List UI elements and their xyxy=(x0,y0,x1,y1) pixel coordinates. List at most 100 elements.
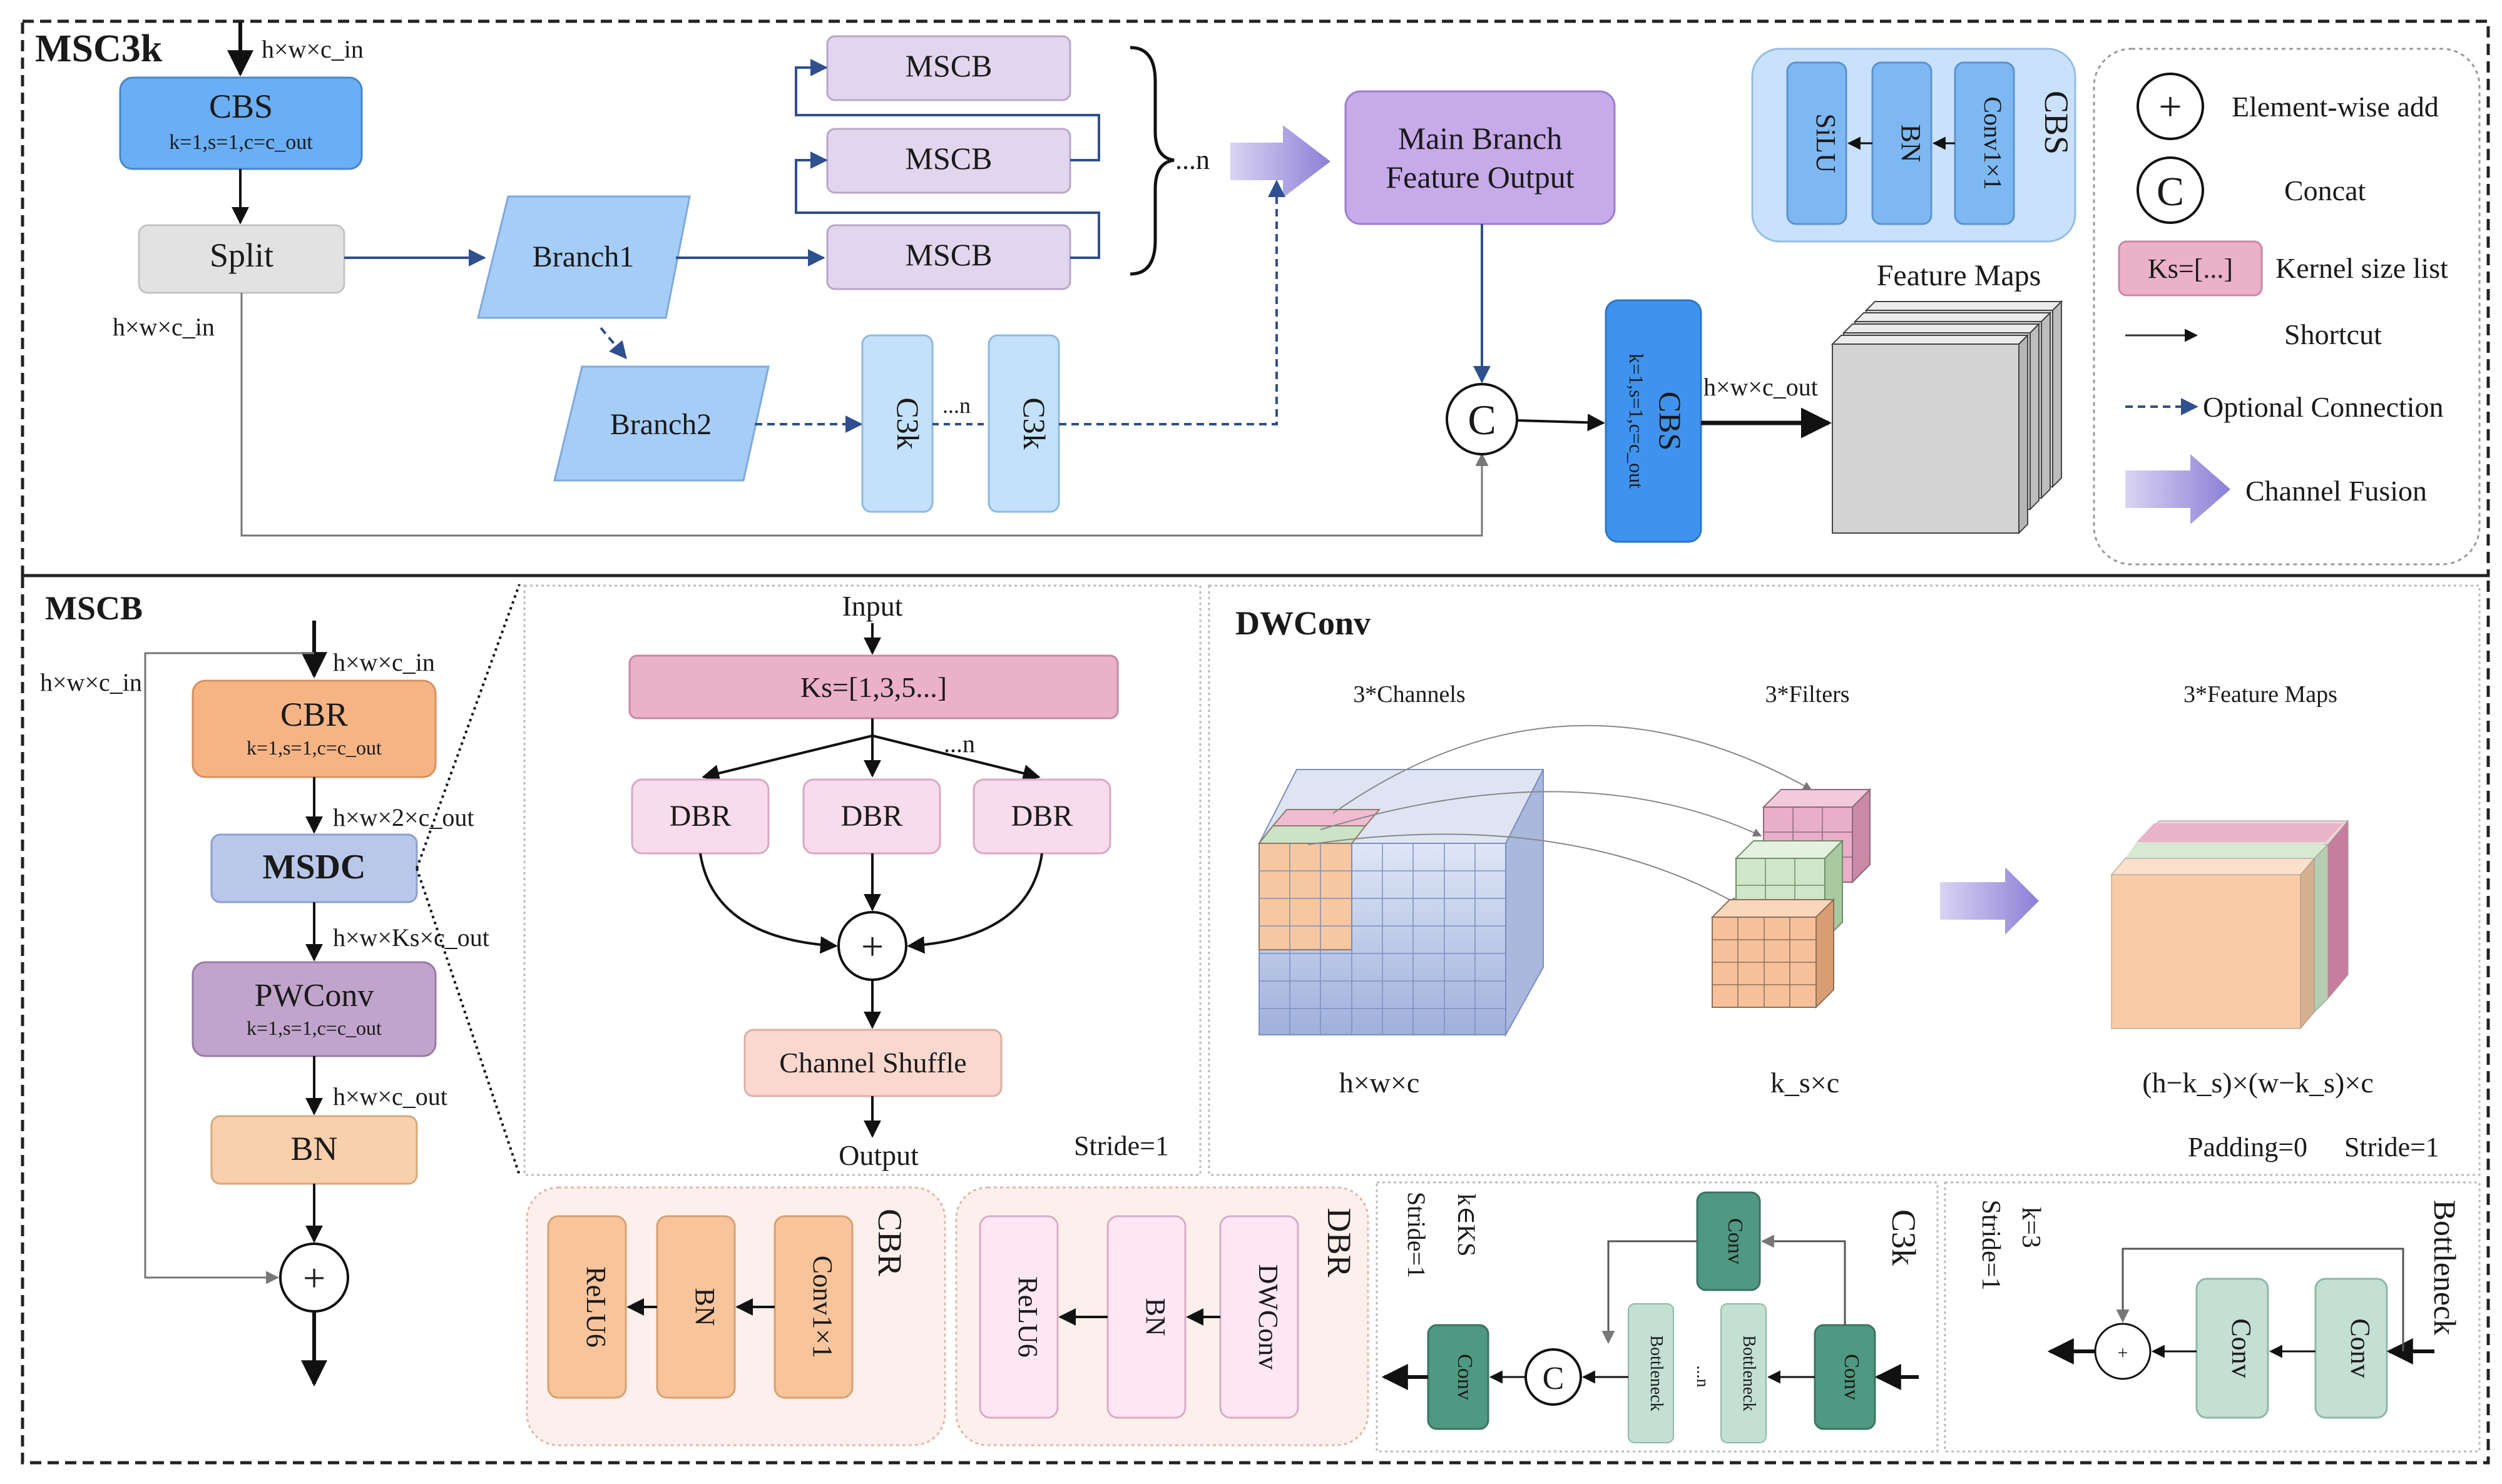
cbs-out-block: CBS k=1,s=1,c=c_out xyxy=(1605,299,1702,543)
zoom-line-bottom xyxy=(416,868,521,1176)
ks-block: Ks=[1,3,5...] xyxy=(628,654,1119,719)
cbs-detail-conv-label: Conv1×1 xyxy=(1979,96,2007,190)
zoom-line-top xyxy=(416,584,521,869)
dwconv-fusion-arrow xyxy=(1940,867,2039,935)
bottom-frame xyxy=(21,574,2490,1465)
output-maps xyxy=(2110,820,2349,1030)
mscb-label-3: MSCB xyxy=(906,237,993,272)
msdc-stride-label: Stride=1 xyxy=(1074,1131,1169,1161)
legend-item-ks: Ks=[...] Kernel size list xyxy=(2118,240,2448,297)
dwconv-output-dim: (h−k_s)×(w−k_s)×c xyxy=(2142,1067,2373,1099)
dbr-detail-title: DBR xyxy=(1320,1207,1358,1277)
legend-concat-label: Concat xyxy=(2284,175,2366,206)
branch2-block: Branch2 xyxy=(553,365,770,482)
msdc-repeat: ...n xyxy=(944,729,975,758)
cbs-label: CBS xyxy=(209,88,273,125)
msdc-input-label: Input xyxy=(842,590,902,622)
mscb-title: MSCB xyxy=(45,589,143,627)
concat-symbol: C xyxy=(1468,396,1496,444)
mscb-label-2: MSCB xyxy=(906,141,993,176)
dwconv-channels-label: 3*Channels xyxy=(1353,681,1465,708)
msdc-output-label: Output xyxy=(839,1139,919,1171)
cbr-detail-bn-label: BN xyxy=(690,1288,720,1326)
c3k-detail-repeat: ...n xyxy=(1693,1366,1712,1388)
c3k-block-1: C3k xyxy=(861,334,934,513)
dbr-block-1: DBR xyxy=(631,778,770,855)
legend-shortcut-label: Shortcut xyxy=(2284,318,2382,350)
mscb-stack: MSCB MSCB MSCB xyxy=(795,35,1100,290)
c3k-detail-concat-symbol: C xyxy=(1543,1361,1565,1396)
dbr-detail-relu-label: ReLU6 xyxy=(1013,1276,1043,1358)
mscb-add-node: + xyxy=(279,1243,349,1313)
c3k-to-main-dashed xyxy=(1059,180,1285,425)
msc3k-title: MSC3k xyxy=(35,28,163,70)
c3k-block-2: C3k xyxy=(988,334,1060,513)
legend-fusion-label: Channel Fusion xyxy=(2245,475,2427,507)
dbr-block-2: DBR xyxy=(802,778,941,855)
dwconv-kernel-dim: k_s×c xyxy=(1770,1067,1839,1099)
dwconv-title: DWConv xyxy=(1235,604,1371,642)
input-dim: h×w×c_in xyxy=(262,35,364,63)
c3k-label-1: C3k xyxy=(891,397,926,449)
msc3k-section: MSC3k h×w×c_in CBS k=1,s=1,c=c_out Split… xyxy=(35,23,2481,566)
split-label: Split xyxy=(210,236,273,274)
cbs-params: k=1,s=1,c=c_out xyxy=(169,131,313,154)
mscb-skip-dim: h×w×c_in xyxy=(40,668,142,696)
channel-shuffle-block: Channel Shuffle xyxy=(743,1029,1003,1097)
legend-item-fusion: Channel Fusion xyxy=(2125,454,2427,524)
pwconv-block: PWConv k=1,s=1,c=c_out xyxy=(191,961,437,1057)
dwconv-padding: Padding=0 xyxy=(2188,1132,2307,1162)
bottleneck-add-node: + xyxy=(2094,1323,2152,1380)
c3k-detail-conv-right-label: Conv xyxy=(1840,1354,1863,1400)
c3k-repeat: ...n xyxy=(942,393,971,418)
cbs-detail-silu xyxy=(1786,61,1847,225)
ks-label: Ks=[1,3,5...] xyxy=(800,671,947,703)
mscb-dim2: h×w×2×c_out xyxy=(333,803,474,831)
cbs-detail-silu-label: SiLU xyxy=(1810,113,1841,173)
c3k-detail-bottleneck-right xyxy=(1720,1303,1767,1443)
main-branch-line1: Main Branch xyxy=(1398,121,1562,156)
bottleneck-add-symbol: + xyxy=(2118,1343,2128,1363)
dbr-detail-relu xyxy=(979,1215,1059,1419)
c3k-detail-bottleneck-left-label: Bottleneck xyxy=(1647,1335,1666,1411)
feature-maps-label: Feature Maps xyxy=(1877,259,2041,292)
legend-add-symbol: + xyxy=(2158,84,2182,130)
branch1-to-branch2-dashed xyxy=(600,327,627,360)
c3k-detail-stride: Stride=1 xyxy=(1402,1192,1431,1278)
cbs-detail-bn-label: BN xyxy=(1896,124,1926,162)
cbs-out-params: k=1,s=1,c=c_out xyxy=(1625,353,1648,489)
cbs-out-label: CBS xyxy=(1653,392,1688,451)
mscb-loop-1 xyxy=(795,151,1100,259)
mscb-label-1: MSCB xyxy=(906,48,993,83)
cbr-label: CBR xyxy=(280,696,348,733)
dbr-detail-bn-label: BN xyxy=(1140,1298,1171,1336)
cbr-detail-conv-label: Conv1×1 xyxy=(807,1256,838,1358)
legend-item-add: + Element-wise add xyxy=(2137,73,2439,140)
cbs-block: CBS k=1,s=1,c=c_out xyxy=(119,76,363,170)
msc3k-frame xyxy=(21,19,2490,577)
bn-label: BN xyxy=(290,1130,337,1167)
dbr-label-3: DBR xyxy=(1011,800,1073,833)
mscb-repeat: ...n xyxy=(1175,145,1210,175)
channel-fusion-arrow xyxy=(1230,125,1330,198)
branch1-block: Branch1 xyxy=(477,195,691,319)
dbr-block-3: DBR xyxy=(973,778,1111,855)
bottleneck-detail: Bottleneck k=3 Stride=1 Conv Conv + xyxy=(1944,1181,2481,1453)
channel-shuffle-label: Channel Shuffle xyxy=(779,1047,966,1079)
msdc-add-node: + xyxy=(837,911,907,981)
concat-node: C xyxy=(1446,383,1518,455)
c3k-label-2: C3k xyxy=(1017,397,1052,449)
cbr-detail-relu xyxy=(547,1215,627,1399)
c3k-detail: C3k k∈KS Stride=1 Conv Conv Conv Bottlen… xyxy=(1376,1181,1939,1453)
concat-to-cbs-arrow xyxy=(1516,414,1605,432)
mscb-add-symbol: + xyxy=(303,1256,325,1300)
legend-item-concat: C Concat xyxy=(2137,156,2366,224)
legend-add-label: Element-wise add xyxy=(2232,91,2439,123)
c3k-detail-title: C3k xyxy=(1885,1209,1922,1266)
legend-optional-label: Optional Connection xyxy=(2203,391,2444,423)
dwconv-maps-label: 3*Feature Maps xyxy=(2183,681,2337,708)
branch2-label: Branch2 xyxy=(610,408,712,441)
msdc-label: MSDC xyxy=(263,848,366,887)
mscb-skip-line xyxy=(144,652,314,1284)
c3k-detail-bottleneck-right-label: Bottleneck xyxy=(1739,1335,1759,1411)
